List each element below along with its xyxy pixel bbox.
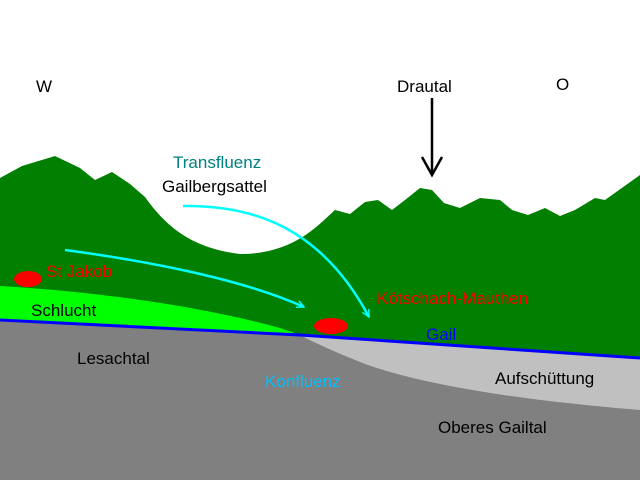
aufschuettung-label: Aufschüttung [495,369,594,388]
lesachtal-label: Lesachtal [77,349,150,368]
drautal-label: Drautal [397,77,452,96]
gailbergsattel-label: Gailbergsattel [162,177,267,196]
west-label: W [36,77,52,96]
st-jakob-label: St Jakob [46,262,112,281]
konfluenz-flow-arrow [64,248,304,309]
koetschach-mauthen-label: Kötschach-Mauthen [377,289,528,308]
transfluenz-label: Transfluenz [173,153,261,172]
konfluenz-label: Konfluenz [265,372,341,391]
east-label: O [556,75,569,94]
gail-label: Gail [426,325,456,344]
oberes-gailtal-label: Oberes Gailtal [438,418,547,437]
gail-river-line [0,318,640,360]
st-jakob-marker [14,271,42,287]
drautal-arrow-head [420,156,444,178]
transfluenz-flow-arrow [182,204,371,317]
koetschach-mauthen-marker [314,318,348,334]
schlucht-label: Schlucht [31,301,96,320]
